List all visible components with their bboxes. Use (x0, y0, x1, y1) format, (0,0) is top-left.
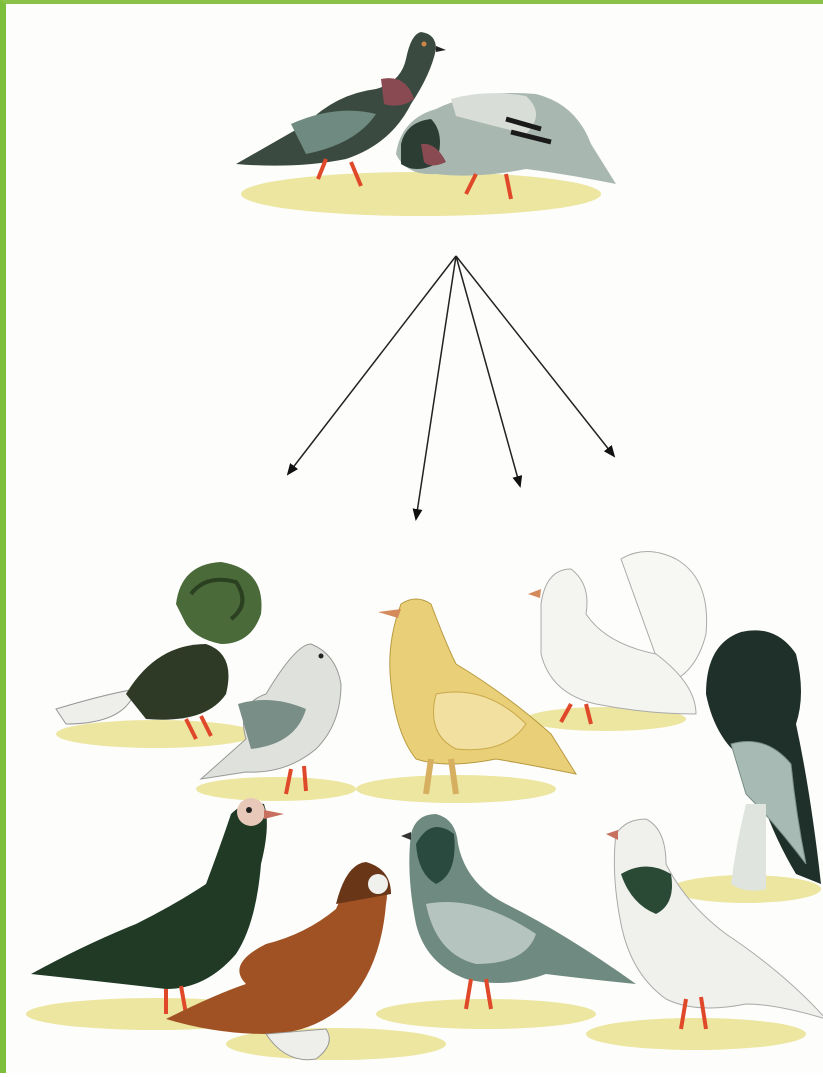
arrow-2 (416, 256, 456, 519)
white-fantail-pigeon-icon (528, 552, 707, 725)
pigeon-pair-icon (236, 32, 616, 216)
descent-arrows (288, 256, 614, 519)
arrow-4 (456, 256, 614, 456)
arrow-3 (456, 256, 520, 486)
arrow-1 (288, 256, 456, 474)
breeds-diagram (6, 4, 823, 1077)
pouter-pigeon-icon (706, 630, 821, 890)
fantail-curled-pigeon-icon (56, 562, 262, 739)
rock-pigeon-icon (401, 814, 636, 1009)
